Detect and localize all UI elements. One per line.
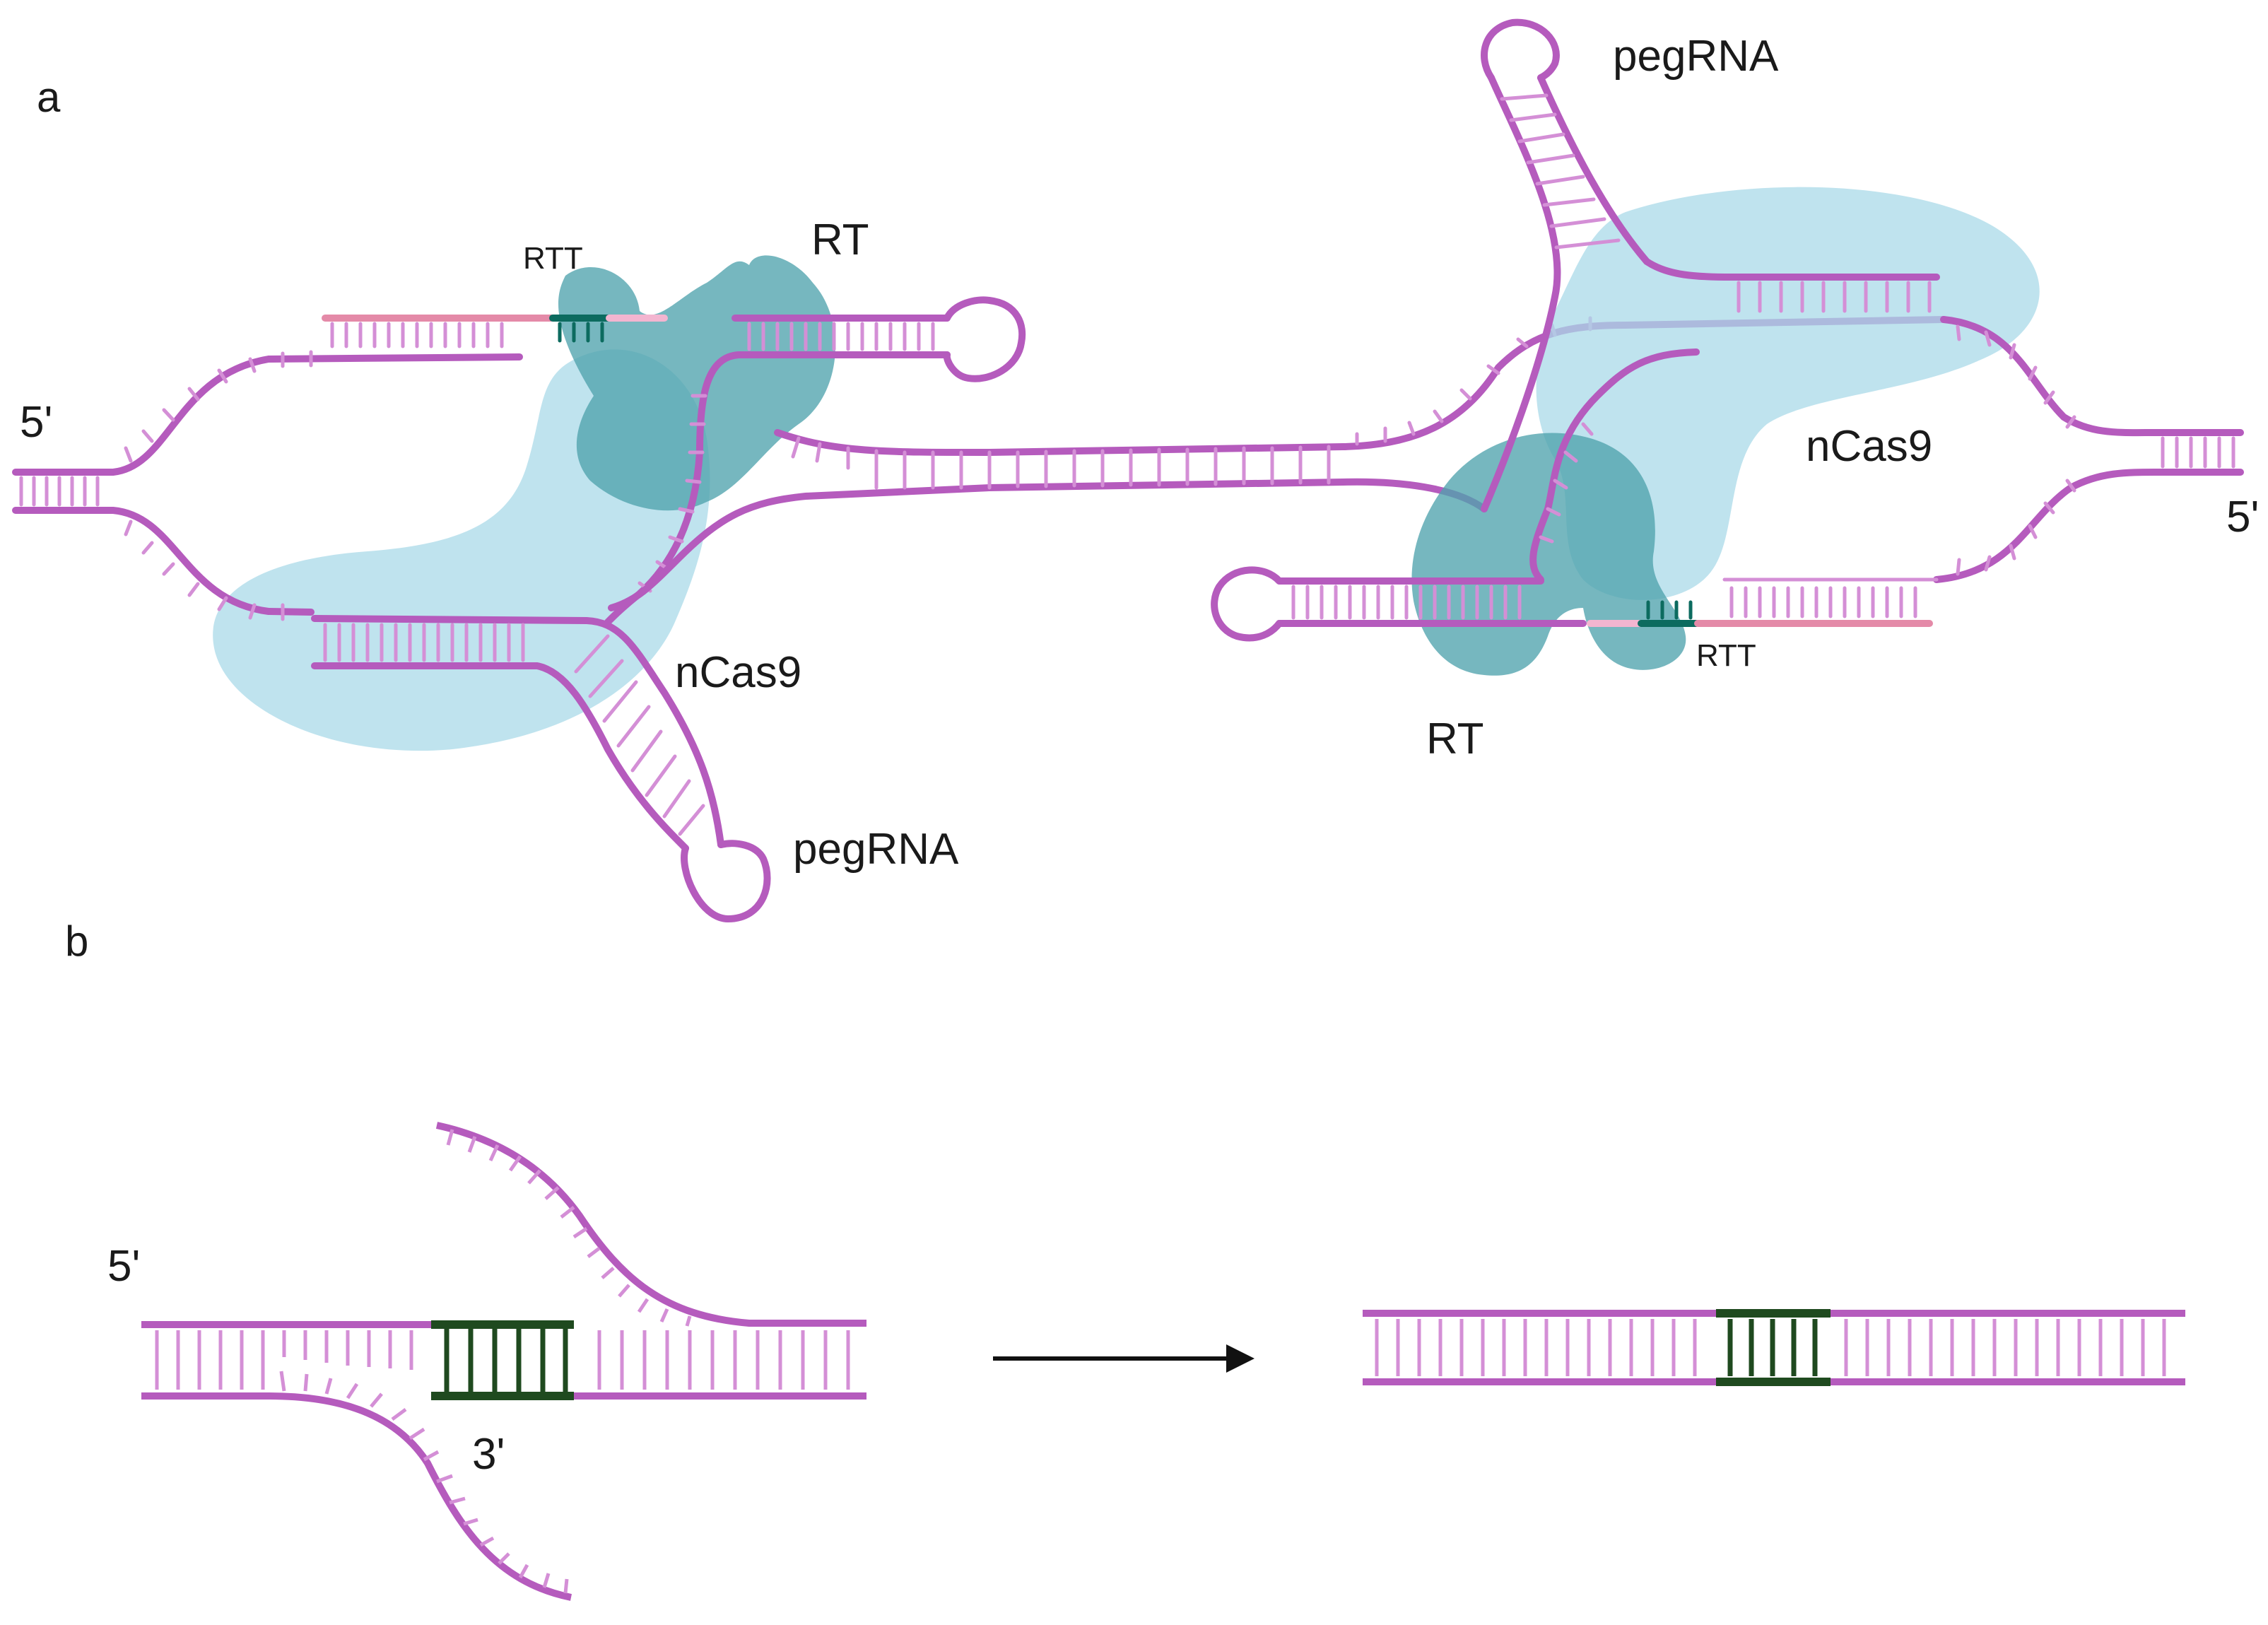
- left-bottom-rungs: [323, 623, 705, 836]
- panel-a-label: a: [37, 74, 61, 121]
- right-dna-strand-top: [1940, 316, 2244, 437]
- left-dna-strand-top: [12, 353, 523, 476]
- right-hairpin-loop: [1211, 566, 1283, 642]
- left-to-right-strand-bottom: [608, 478, 1488, 611]
- b-left-rungs: [155, 1330, 569, 1594]
- duplex-rungs-right: [1844, 1319, 2166, 1376]
- left-upper-rungs: [330, 322, 935, 593]
- right-lower-strand: [1529, 348, 1700, 583]
- arrow-head: [1226, 1344, 1255, 1373]
- right-rtt-rungs: [1646, 600, 1693, 620]
- left-dna-strand-bottom: [12, 507, 315, 616]
- panel-b-flap-structure: [141, 1122, 866, 1601]
- b-edit-rungs: [444, 1329, 568, 1392]
- left-dna-rung-set: [19, 350, 313, 621]
- b-repaired-duplex: [1363, 1309, 2185, 1386]
- right-ncas9-blob: [1536, 187, 2040, 600]
- right-dna-strand-bottom: [1933, 469, 2244, 583]
- right-pegrna-rungs: [1500, 93, 1932, 313]
- five-prime-label-right: 5': [2226, 493, 2259, 541]
- right-ncas9-protein: [1536, 187, 2040, 600]
- left-rtt-rungs: [558, 322, 604, 343]
- right-dna-complex: [1211, 18, 2244, 642]
- three-prime-label-b: 3': [472, 1430, 505, 1479]
- rt-label-right: RT: [1426, 715, 1484, 763]
- pegrna-label-right: pegRNA: [1613, 32, 1779, 81]
- b-bottom-flap-strand: [141, 1392, 572, 1601]
- right-pegrna-loop: [1481, 18, 1560, 81]
- right-rt-blob: [1411, 433, 1686, 676]
- left-bottom-strand: [311, 615, 724, 848]
- left-pegrna-loop: [681, 840, 771, 923]
- b-top-flap-strand: [435, 1122, 866, 1327]
- ncas9-label-left: nCas9: [675, 648, 801, 697]
- panel-b-label: b: [65, 917, 88, 965]
- rt-label-left: RT: [811, 216, 869, 264]
- five-prime-label-b: 5': [107, 1242, 140, 1291]
- rtt-label-left: RTT: [523, 241, 583, 276]
- pegrna-label-left: pegRNA: [793, 825, 959, 874]
- process-arrow: [993, 1344, 1255, 1373]
- ncas9-label-right: nCas9: [1806, 422, 1932, 471]
- right-rt-protein: [1411, 433, 1686, 676]
- five-prime-label-left: 5': [20, 398, 52, 447]
- duplex-rungs-edit: [1727, 1319, 1818, 1376]
- right-dna-rung-set: [1956, 324, 2235, 576]
- right-pegrna-stem-right: [1537, 74, 1940, 281]
- duplex-rungs-left: [1375, 1319, 1697, 1376]
- rtt-label-right: RTT: [1696, 638, 1756, 673]
- b-right-rungs: [446, 1129, 850, 1390]
- right-hairpin-rungs: [1291, 422, 1939, 620]
- left-bottom-strand-2: [311, 662, 689, 852]
- left-hairpin-loop: [943, 296, 1026, 382]
